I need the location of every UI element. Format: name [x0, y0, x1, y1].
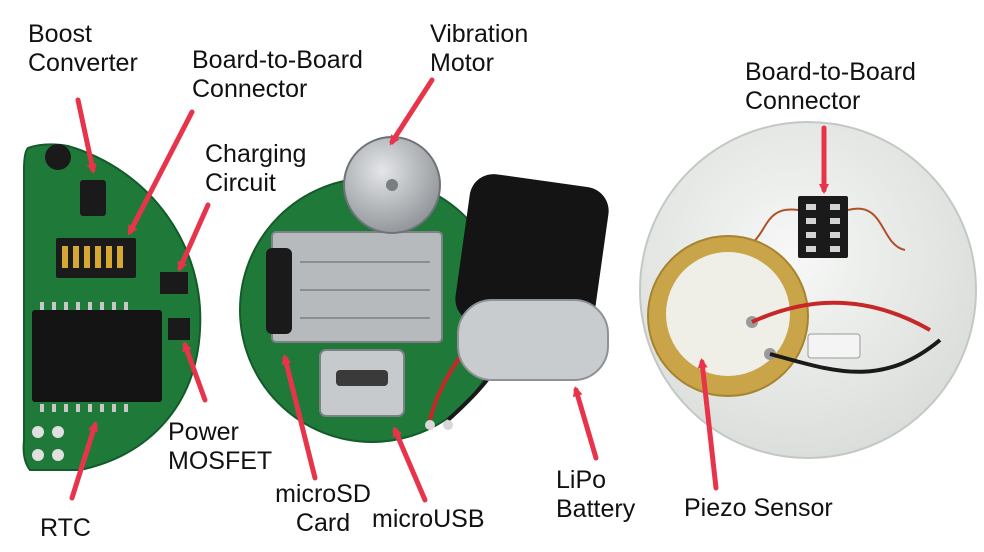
label-microusb: microUSB: [372, 505, 485, 533]
middle-pcb: [239, 136, 609, 443]
label-power-mosfet: Power MOSFET: [168, 418, 273, 475]
rtc-chip: [32, 310, 162, 402]
arrow-lipo: [572, 386, 599, 461]
label-vibration-motor: Vibration Motor: [430, 20, 529, 77]
label-rtc: RTC: [40, 514, 91, 542]
label-microsd-card: microSD Card: [275, 480, 371, 537]
arrow-boost-converter: [75, 97, 97, 174]
label-charging-circuit: Charging Circuit: [205, 140, 307, 197]
arrow-microusb: [392, 426, 428, 503]
arrow-power-mosfet: [182, 341, 208, 403]
boost-inductor: [45, 144, 71, 170]
right-b2b-connector: [798, 196, 848, 258]
label-boost-converter: Boost Converter: [28, 20, 138, 77]
arrow-b2b-left: [127, 109, 195, 236]
label-board-to-board-right: Board-to-Board Connector: [745, 58, 916, 115]
arrow-microsd: [281, 354, 318, 481]
arrow-charging-circuit: [177, 202, 211, 272]
label-board-to-board-left: Board-to-Board Connector: [192, 46, 363, 103]
arrow-vibration-motor: [389, 77, 435, 146]
lipo-tape: [455, 174, 609, 336]
arrow-rtc: [69, 421, 98, 501]
left-pcb: [22, 143, 202, 471]
arrow-piezo: [697, 358, 719, 491]
microsd-slot: [271, 231, 443, 343]
label-piezo-sensor: Piezo Sensor: [684, 494, 833, 522]
label-lipo-battery: LiPo Battery: [556, 466, 636, 523]
right-disc: [639, 121, 977, 459]
callout-arrows: [69, 77, 829, 503]
lipo-battery: [457, 299, 609, 381]
